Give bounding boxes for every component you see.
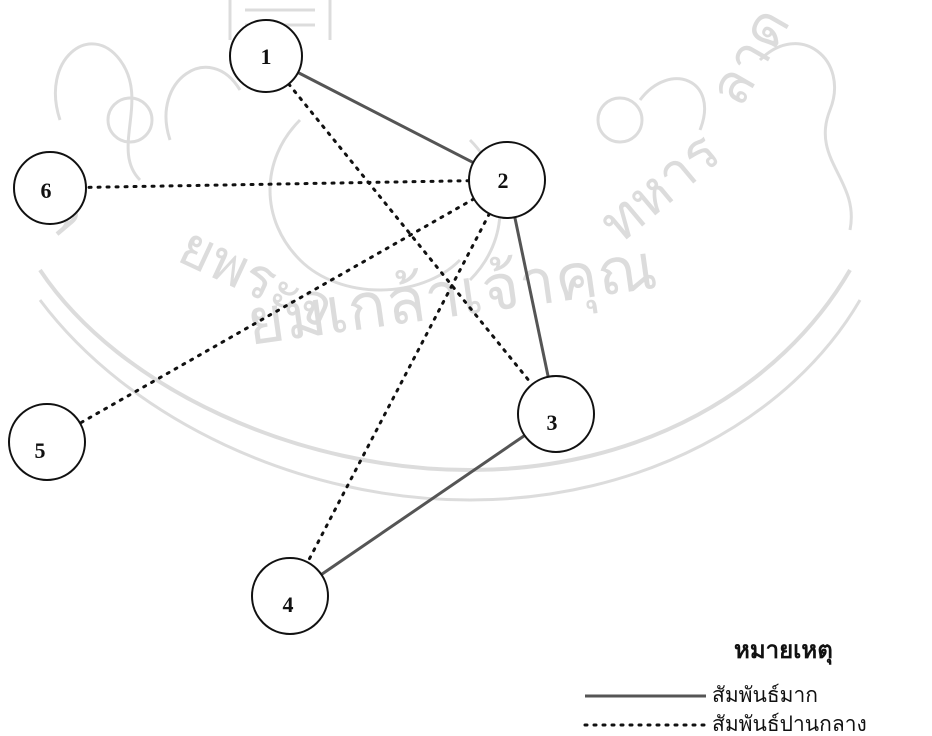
edge-2-5-moderate — [78, 197, 476, 425]
node-1: 1 — [229, 19, 303, 93]
node-1-label: 1 — [261, 44, 272, 69]
node-6: 6 — [13, 151, 87, 225]
node-4: 4 — [251, 557, 329, 635]
node-6-label: 6 — [41, 178, 52, 203]
edge-1-3-moderate — [287, 82, 534, 386]
node-2-label: 2 — [498, 168, 509, 193]
node-2: 2 — [468, 141, 546, 219]
node-5-label: 5 — [35, 438, 46, 463]
university-seal-watermark: ยมเกล้าเจ้าคุณ ยพระจ ทหาร ลาด โล — [9, 0, 862, 502]
edge-1-2-strong — [297, 71, 474, 164]
edge-2-4-moderate — [306, 212, 491, 564]
edge-2-6-moderate — [84, 179, 471, 189]
node-3: 3 — [517, 375, 595, 453]
nodes-layer: 1 2 3 4 5 6 — [8, 19, 595, 635]
legend-item-strong-label: สัมพันธ์มาก — [712, 683, 818, 707]
edge-3-4-strong — [320, 434, 526, 576]
legend-item-moderate-label: สัมพันธ์ปานกลาง — [712, 712, 867, 736]
edge-2-3-strong — [513, 216, 550, 378]
node-4-label: 4 — [283, 592, 294, 617]
edges-layer — [78, 71, 550, 576]
node-3-label: 3 — [547, 410, 558, 435]
svg-text:ลาด: ลาด — [696, 0, 803, 117]
legend-title: หมายเหตุ — [734, 635, 833, 666]
legend: หมายเหตุ สัมพันธ์มาก สัมพันธ์ปานกลาง — [583, 635, 867, 736]
node-5: 5 — [8, 403, 86, 481]
